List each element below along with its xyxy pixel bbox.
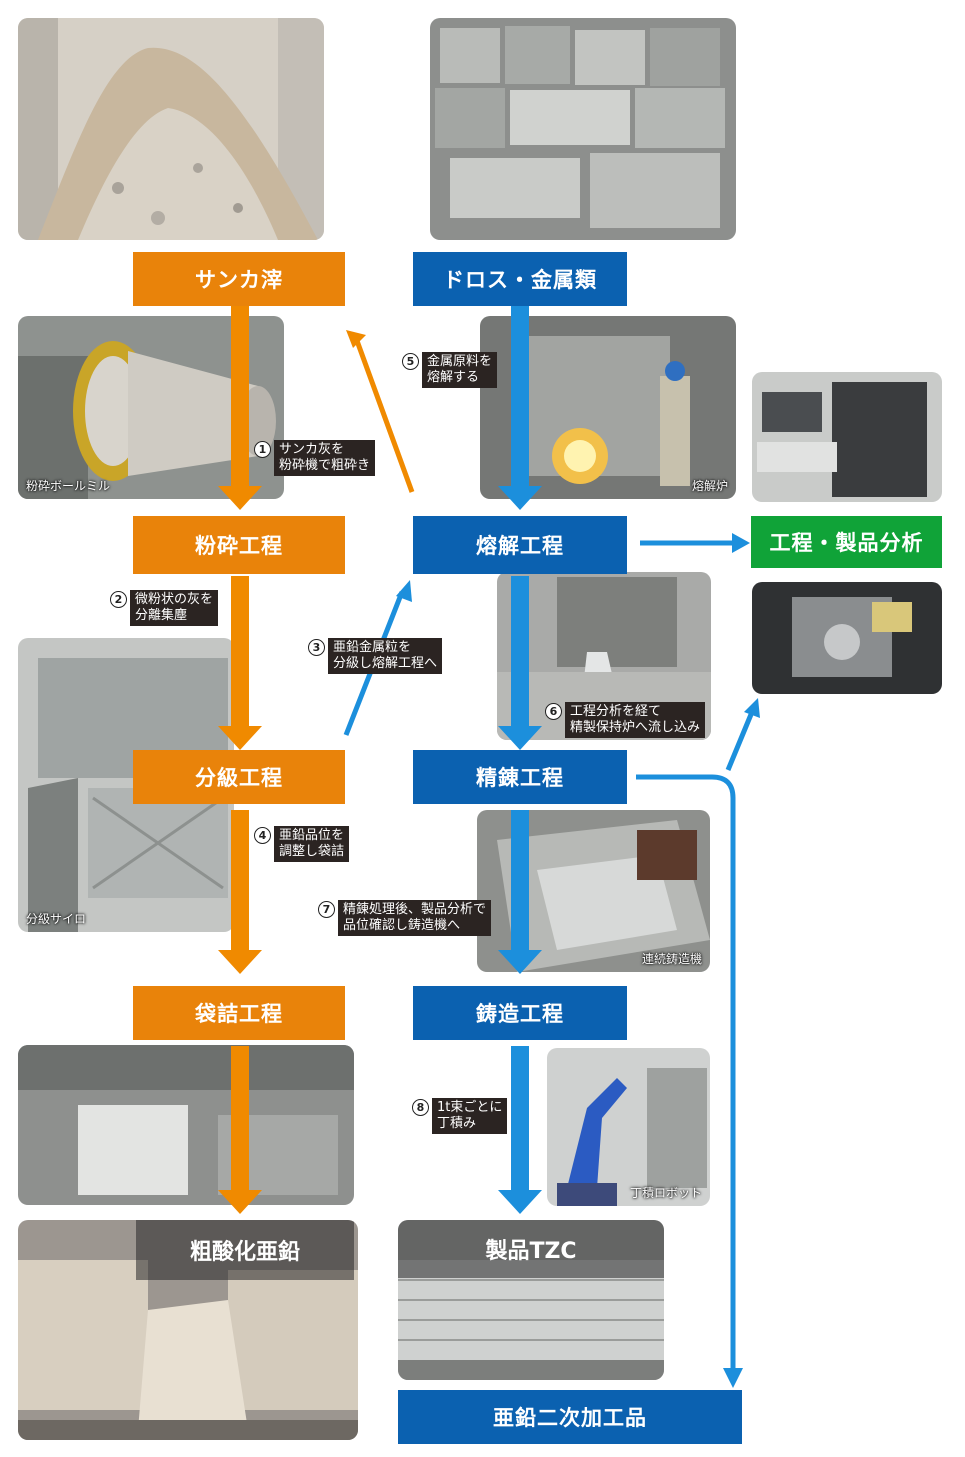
- note-text: 微粉状の灰を 分離集塵: [130, 590, 219, 626]
- note-number: 3: [308, 639, 325, 656]
- bunkyu-box: 分級工程: [133, 750, 345, 804]
- note-text: サンカ灰を 粉砕機で粗砕き: [274, 440, 376, 476]
- dross-photo: [430, 18, 736, 240]
- note-text: 亜鉛金属粒を 分級し熔解工程へ: [328, 638, 443, 674]
- note-3: 3 亜鉛金属粒を 分級し熔解工程へ: [308, 638, 443, 674]
- niji-box: 亜鉛二次加工品: [398, 1390, 742, 1444]
- caster-photo: 連続鋳造機: [477, 810, 710, 972]
- zinc-oxide-photo: 粗酸化亜鉛: [18, 1220, 358, 1440]
- note-5: 5 金属原料を 熔解する: [402, 352, 498, 388]
- note-7: 7 精錬処理後、製品分析で 品位確認し鋳造機へ: [318, 900, 492, 936]
- note-number: 5: [402, 353, 419, 370]
- note-text: 金属原料を 熔解する: [422, 352, 498, 388]
- furnace-caption: 熔解炉: [691, 479, 728, 493]
- funsai-box: 粉砕工程: [133, 516, 345, 574]
- note-number: 1: [254, 441, 271, 458]
- note-text: 亜鉛品位を 調整し袋詰: [274, 826, 350, 862]
- ballmill-photo: 粉砕ボールミル: [18, 316, 284, 499]
- note-2: 2 微粉状の灰を 分離集塵: [110, 590, 219, 626]
- note-text: 精錬処理後、製品分析で 品位確認し鋳造機へ: [338, 900, 492, 936]
- bagging-photo: [18, 1045, 354, 1205]
- youkai-box: 熔解工程: [413, 516, 627, 574]
- note-number: 7: [318, 901, 335, 918]
- refine-analysis-arrow: [725, 711, 755, 771]
- analyzer-photo-bottom: [752, 582, 942, 694]
- fukuro-box: 袋詰工程: [133, 986, 345, 1040]
- silo-caption: 分級サイロ: [26, 912, 87, 926]
- tzc-label: 製品TZC: [398, 1220, 664, 1278]
- seiren-box: 精錬工程: [413, 750, 627, 804]
- note-number: 2: [110, 591, 127, 608]
- note-text: 1t束ごとに 丁積み: [432, 1098, 508, 1134]
- robot-photo: 丁積ロボット: [547, 1048, 710, 1206]
- note-8: 8 1t束ごとに 丁積み: [412, 1098, 508, 1134]
- dross-box: ドロス・金属類: [413, 252, 627, 306]
- furnace-photo: 熔解炉: [480, 316, 736, 499]
- note-number: 4: [254, 827, 271, 844]
- note-6: 6 工程分析を経て 精製保持炉へ流し込み: [545, 702, 706, 738]
- chuzo-box: 鋳造工程: [413, 986, 627, 1040]
- zinc-oxide-label: 粗酸化亜鉛: [136, 1220, 354, 1280]
- analysis-box: 工程・製品分析: [751, 516, 942, 568]
- sanka-box: サンカ滓: [133, 252, 345, 306]
- ballmill-caption: 粉砕ボールミル: [26, 479, 111, 493]
- analyzer-photo-top: [752, 372, 942, 502]
- note-number: 8: [412, 1099, 429, 1116]
- sanka-ash-photo: [18, 18, 324, 240]
- silo-photo: 分級サイロ: [18, 638, 234, 932]
- tzc-photo: 製品TZC: [398, 1220, 664, 1380]
- robot-caption: 丁積ロボット: [629, 1186, 702, 1200]
- note-number: 6: [545, 703, 562, 720]
- note-4: 4 亜鉛品位を 調整し袋詰: [254, 826, 350, 862]
- note-1: 1 サンカ灰を 粉砕機で粗砕き: [254, 440, 376, 476]
- caster-caption: 連続鋳造機: [641, 952, 702, 966]
- note-text: 工程分析を経て 精製保持炉へ流し込み: [565, 702, 706, 738]
